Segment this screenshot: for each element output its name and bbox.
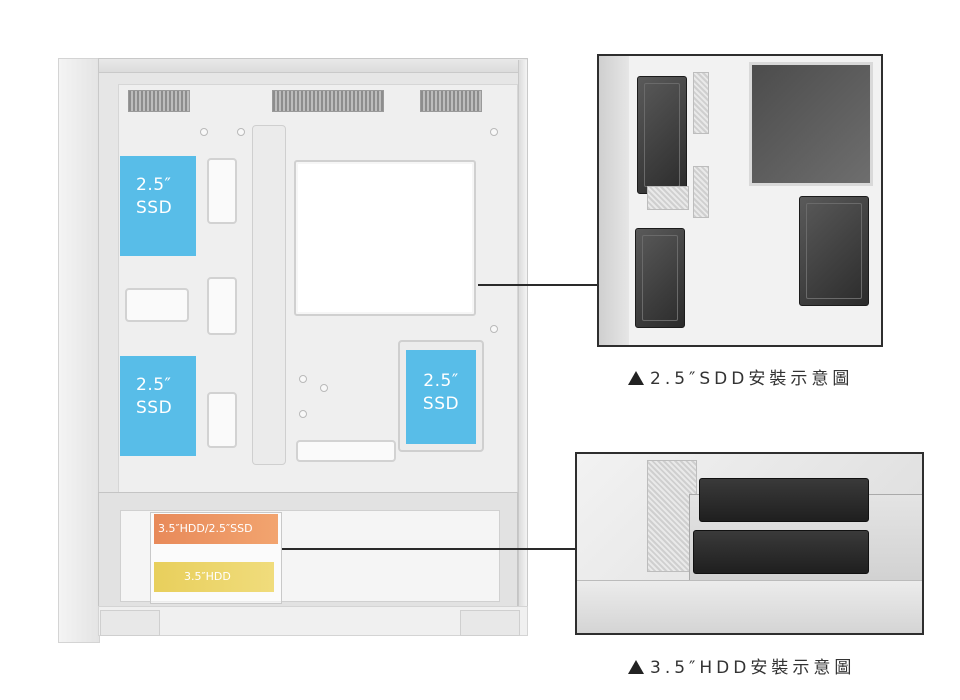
connector-line-ssd bbox=[478, 284, 598, 286]
ssd-label-right: 2.5″ SSD bbox=[406, 350, 476, 444]
top-vent-left bbox=[128, 90, 190, 112]
cpu-cutout-window bbox=[749, 62, 873, 186]
case-edge bbox=[599, 56, 629, 345]
screw-hole bbox=[299, 375, 307, 383]
cpu-cutout bbox=[294, 160, 476, 316]
hdd-caption-text: 3.5″HDD安裝示意圖 bbox=[650, 658, 856, 678]
case-front-panel bbox=[58, 58, 100, 643]
triangle-icon bbox=[628, 371, 644, 385]
ssd-caption-text: 2.5″SDD安裝示意圖 bbox=[650, 369, 854, 389]
screw-hole bbox=[299, 410, 307, 418]
psu-shroud-edge bbox=[577, 580, 922, 633]
ssd-type: SSD bbox=[136, 398, 173, 418]
cable-grommet bbox=[207, 277, 237, 335]
screw-hole bbox=[490, 128, 498, 136]
ssd-size: 2.5″ bbox=[136, 375, 172, 395]
ssd-installation-photo bbox=[597, 54, 883, 347]
hdd-drive-upper bbox=[699, 478, 869, 522]
cable-grommet bbox=[207, 158, 237, 224]
ssd-drive bbox=[637, 76, 687, 194]
triangle-icon bbox=[628, 660, 644, 674]
hdd-caption: 3.5″HDD安裝示意圖 bbox=[628, 653, 855, 678]
screw-hole bbox=[237, 128, 245, 136]
screw-hole bbox=[490, 325, 498, 333]
side-glass-edge bbox=[518, 60, 527, 610]
hdd-label-lower: 3.5″HDD bbox=[154, 562, 274, 592]
ssd-drive bbox=[635, 228, 685, 328]
top-vent-right bbox=[420, 90, 482, 112]
ssd-type: SSD bbox=[422, 394, 460, 414]
cable-grommet bbox=[125, 288, 189, 322]
cable-management-rail bbox=[252, 125, 286, 465]
mesh-vent bbox=[647, 186, 689, 210]
ssd-type: SSD bbox=[136, 198, 173, 218]
top-vent-center bbox=[272, 90, 384, 112]
hdd-label-upper: 3.5″HDD/2.5″SSD bbox=[154, 514, 278, 544]
connector-line-hdd bbox=[282, 548, 576, 550]
case-base bbox=[98, 606, 528, 636]
case-foot-right bbox=[460, 610, 520, 636]
screw-hole bbox=[200, 128, 208, 136]
tray-opening bbox=[296, 440, 396, 462]
screw-hole bbox=[320, 384, 328, 392]
ssd-label-top-left: 2.5″ SSD bbox=[120, 156, 196, 256]
cable-grommet bbox=[207, 392, 237, 448]
ssd-size: 2.5″ bbox=[423, 371, 459, 391]
ssd-label-bottom-left: 2.5″ SSD bbox=[120, 356, 196, 456]
mesh-vent bbox=[693, 72, 709, 134]
ssd-size: 2.5″ bbox=[136, 175, 172, 195]
mesh-vent bbox=[693, 166, 709, 218]
case-foot-left bbox=[100, 610, 160, 636]
hdd-drive-lower bbox=[693, 530, 869, 574]
hdd-installation-photo bbox=[575, 452, 924, 635]
ssd-drive bbox=[799, 196, 869, 306]
ssd-caption: 2.5″SDD安裝示意圖 bbox=[628, 364, 853, 389]
